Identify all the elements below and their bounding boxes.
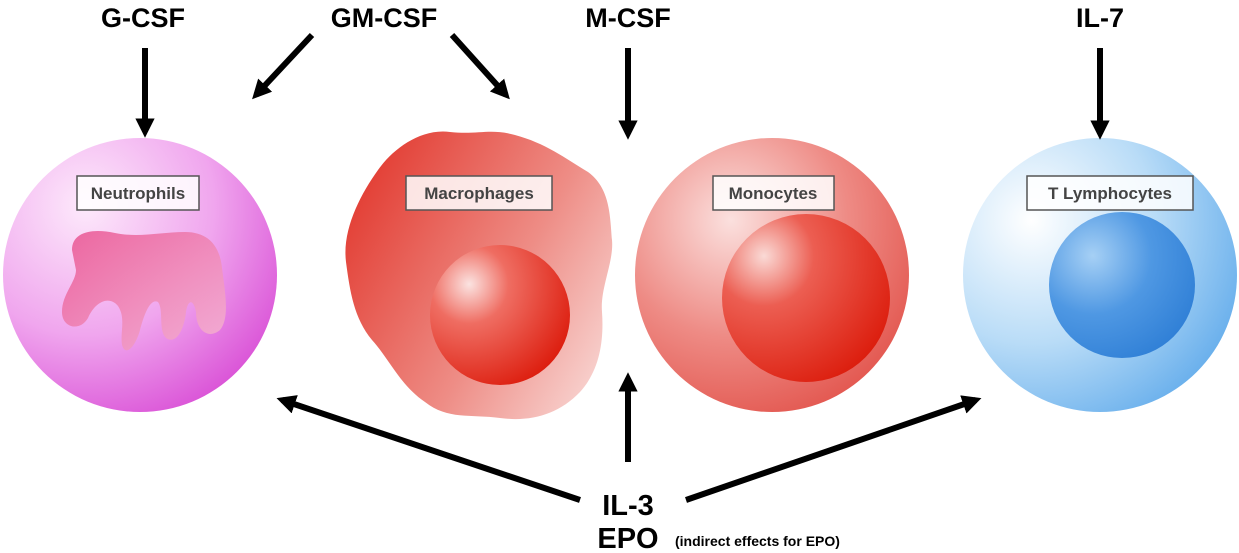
arrow-il3-to-neutrophils xyxy=(276,395,581,503)
t-lymphocytes-label: T Lymphocytes xyxy=(1026,175,1194,211)
macrophage-nucleus xyxy=(430,245,570,385)
monocyte-nucleus xyxy=(722,214,890,382)
neutrophils-label: Neutrophils xyxy=(76,175,200,211)
epo-note: (indirect effects for EPO) xyxy=(675,533,840,549)
gcsf-label: G-CSF xyxy=(101,3,185,33)
neutrophil-cell xyxy=(3,138,277,412)
monocytes-label: Monocytes xyxy=(712,175,835,211)
t-lymphocyte-nucleus xyxy=(1049,212,1195,358)
gmcsf-label: GM-CSF xyxy=(331,3,437,33)
il3-label: IL-3 xyxy=(602,490,654,522)
mcsf-label: M-CSF xyxy=(585,3,670,33)
t-lymphocytes-label-text: T Lymphocytes xyxy=(1048,184,1172,203)
arrow-gmcsf-to-neutrophils xyxy=(252,32,315,100)
macrophages-label-text: Macrophages xyxy=(424,184,534,203)
epo-label: EPO xyxy=(597,523,658,553)
monocyte-cell xyxy=(635,138,909,412)
macrophages-label: Macrophages xyxy=(405,175,553,211)
il7-label: IL-7 xyxy=(1076,3,1124,33)
macrophage-cell xyxy=(345,131,613,420)
monocytes-label-text: Monocytes xyxy=(729,184,818,203)
arrow-il3-to-t-lymphocytes xyxy=(685,395,982,503)
arrows xyxy=(135,32,1110,503)
arrow-gmcsf-to-macrophages xyxy=(449,32,510,100)
neutrophil-nucleus xyxy=(62,231,226,351)
neutrophils-label-text: Neutrophils xyxy=(91,184,185,203)
